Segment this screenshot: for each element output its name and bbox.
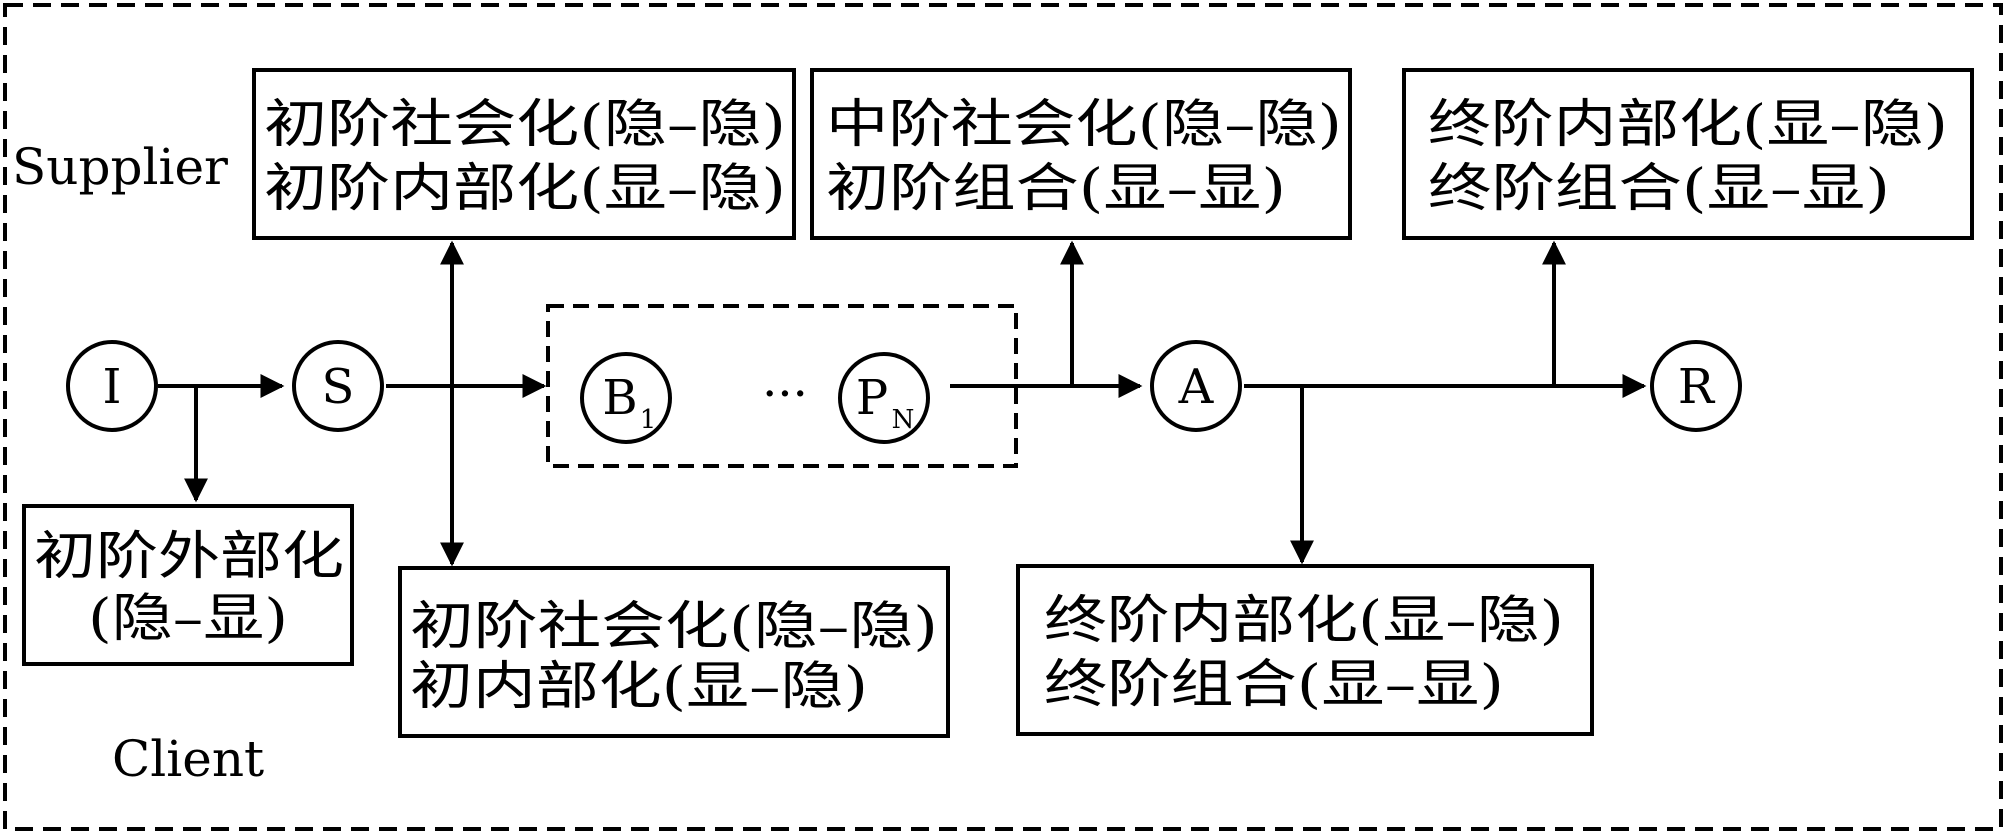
node-pn: P N (838, 352, 930, 444)
flow-connectors (158, 240, 1647, 567)
box-top3-line2: 终阶组合(显–显) (1428, 159, 1890, 219)
ellipsis-label: ··· (762, 366, 808, 422)
box-top3-line1: 终阶内部化(显–隐) (1428, 95, 1948, 155)
outer-dashed-border (3, 3, 2003, 831)
node-i-label: I (103, 359, 122, 415)
box-bottom3-line2: 终阶组合(显–显) (1044, 655, 1504, 715)
node-r-circle (1650, 340, 1742, 432)
box-top1-line1: 初阶社会化(隐–隐) (264, 95, 786, 155)
node-a-label: A (1178, 359, 1215, 415)
box-bottom1-line2: (隐–显) (88, 589, 288, 649)
box-bottom2-line2: 初内部化(显–隐) (410, 657, 868, 717)
box-bottom3: 终阶内部化(显–隐) 终阶组合(显–显) (1016, 564, 1594, 736)
box-top1-frame (252, 68, 796, 240)
box-bottom1-line1: 初阶外部化 (34, 527, 344, 587)
node-r: R (1650, 340, 1742, 432)
box-top2-line1: 中阶社会化(隐–隐) (826, 95, 1342, 155)
node-b1-label: B (602, 370, 637, 426)
node-i-circle (66, 340, 158, 432)
box-bottom2-line1: 初阶社会化(隐–隐) (410, 597, 938, 657)
node-b1-circle (580, 352, 672, 444)
node-s-circle (292, 340, 384, 432)
node-s-label: S (322, 359, 355, 415)
box-bottom3-line1: 终阶内部化(显–隐) (1044, 591, 1564, 651)
box-top2: 中阶社会化(隐–隐) 初阶组合(显–显) (810, 68, 1352, 240)
node-pn-label: P (856, 370, 888, 426)
box-bottom2-frame (398, 566, 950, 738)
box-bottom1: 初阶外部化 (隐–显) (22, 504, 354, 666)
node-b1-subscript: 1 (640, 405, 657, 435)
node-a: A (1150, 340, 1242, 432)
node-a-circle (1150, 340, 1242, 432)
box-bottom1-frame (22, 504, 354, 666)
node-r-label: R (1678, 359, 1716, 415)
node-i: I (66, 340, 158, 432)
box-top2-line2: 初阶组合(显–显) (826, 159, 1286, 219)
node-s: S (292, 340, 384, 432)
box-top1: 初阶社会化(隐–隐) 初阶内部化(显–隐) (252, 68, 796, 240)
box-top3: 终阶内部化(显–隐) 终阶组合(显–显) (1402, 68, 1974, 240)
box-top1-line2: 初阶内部化(显–隐) (264, 159, 786, 219)
supplier-label: Supplier (12, 138, 228, 196)
node-pn-subscript: N (892, 405, 915, 435)
client-label: Client (112, 730, 264, 788)
box-top3-frame (1402, 68, 1974, 240)
box-bottom2: 初阶社会化(隐–隐) 初内部化(显–隐) (398, 566, 950, 738)
box-top2-frame (810, 68, 1352, 240)
node-b1: B 1 (580, 352, 672, 444)
node-pn-circle (838, 352, 930, 444)
box-bottom3-frame (1016, 564, 1594, 736)
process-group-dashed-box (546, 304, 1018, 468)
